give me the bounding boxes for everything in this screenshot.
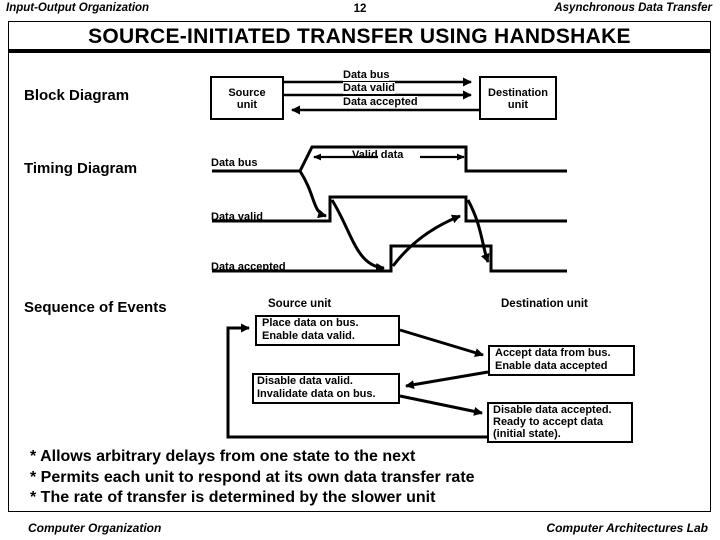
- sequence-box-place-data-line2: Enable data valid.: [262, 330, 355, 342]
- running-header-right: Asynchronous Data Transfer: [554, 2, 712, 14]
- bullet-item-1: * Allows arbitrary delays from one state…: [30, 448, 416, 465]
- sequence-box-place-data-line1: Place data on bus.: [262, 317, 359, 329]
- block-signal-label-data-bus: Data bus: [343, 69, 390, 81]
- sequence-box-disable-valid-line1: Disable data valid.: [257, 375, 353, 387]
- bullet-list: * Allows arbitrary delays from one state…: [30, 447, 630, 509]
- block-source-unit: [210, 76, 284, 120]
- timing-label-data-bus: Data bus: [211, 157, 258, 169]
- block-destination-unit-label-line2: unit: [507, 99, 529, 111]
- sequence-column-header-destination: Destination unit: [501, 298, 588, 310]
- block-destination-unit-label-line1: Destination: [488, 87, 548, 99]
- sequence-box-disable-accepted: [487, 402, 633, 443]
- running-header-left: Input-Output Organization: [6, 2, 150, 14]
- block-signal-label-data-accepted: Data accepted: [343, 96, 418, 108]
- sequence-box-disable-accepted-line3: (initial state).: [493, 428, 561, 440]
- sequence-box-disable-valid: [252, 373, 400, 404]
- slide-title-bar: SOURCE-INITIATED TRANSFER USING HANDSHAK…: [8, 21, 711, 53]
- slide-frame: [8, 21, 711, 512]
- block-destination-unit: [479, 76, 557, 120]
- running-footer-left: Computer Organization: [28, 521, 162, 535]
- sequence-box-accept-data-line2: Enable data accepted: [495, 360, 608, 372]
- sequence-column-header-source: Source unit: [268, 298, 332, 310]
- block-source-unit-label-line2: unit: [236, 99, 258, 111]
- page-title: SOURCE-INITIATED TRANSFER USING HANDSHAK…: [88, 25, 631, 48]
- bullet-item-2: * Permits each unit to respond at its ow…: [30, 468, 475, 486]
- block-signal-label-data-valid: Data valid: [343, 82, 395, 94]
- section-label-sequence-of-events: Sequence of Events: [24, 299, 167, 316]
- running-header: Input-Output Organization 12 Asynchronou…: [0, 2, 720, 18]
- sequence-box-accept-data-line1: Accept data from bus.: [495, 347, 611, 359]
- section-label-timing-diagram: Timing Diagram: [24, 160, 138, 177]
- sequence-box-disable-valid-line2: Invalidate data on bus.: [257, 388, 376, 400]
- bullet-item-3: * The rate of transfer is determined by …: [30, 489, 436, 506]
- running-footer-right: Computer Architectures Lab: [546, 521, 708, 535]
- page-number: 12: [353, 3, 367, 15]
- sequence-box-disable-accepted-line2: Ready to accept data: [493, 416, 604, 428]
- sequence-box-disable-accepted-line1: Disable data accepted.: [493, 404, 612, 416]
- section-label-block-diagram: Block Diagram: [24, 87, 130, 104]
- sequence-box-place-data: [255, 315, 400, 346]
- sequence-box-accept-data: [488, 345, 635, 376]
- block-source-unit-label-line1: Source: [228, 87, 266, 99]
- running-footer: Computer Organization Computer Architect…: [0, 521, 720, 539]
